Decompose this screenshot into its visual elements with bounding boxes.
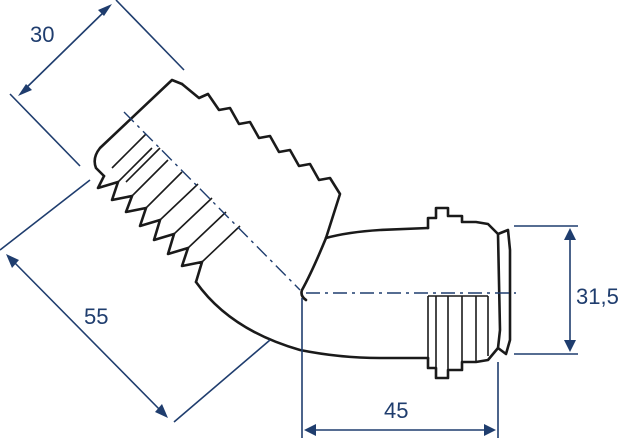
nut-section [426,206,502,380]
dim-45-label: 45 [384,398,408,423]
elbow-junction [300,236,328,302]
outlet-face [496,228,512,356]
dim-31-5-label: 31,5 [576,284,619,309]
barb-center-line [123,111,301,291]
dim-55-label: 55 [84,304,108,329]
dimension-31-5: 31,5 [514,225,619,355]
barb-ribs [111,133,241,263]
dimension-55: 55 [0,179,271,423]
dimension-45: 45 [301,298,499,438]
dim-30-label: 30 [30,22,54,47]
barb-serrated-edge [180,82,342,240]
center-lines [123,111,516,294]
barb-top-cap [93,78,184,178]
barb-lower-serration [96,174,204,284]
fitting-outline [93,78,512,380]
dimension-30: 30 [9,0,185,167]
elbow-body-curve [194,280,430,360]
thread-grooves [427,295,489,372]
body-top-edge [324,226,430,240]
